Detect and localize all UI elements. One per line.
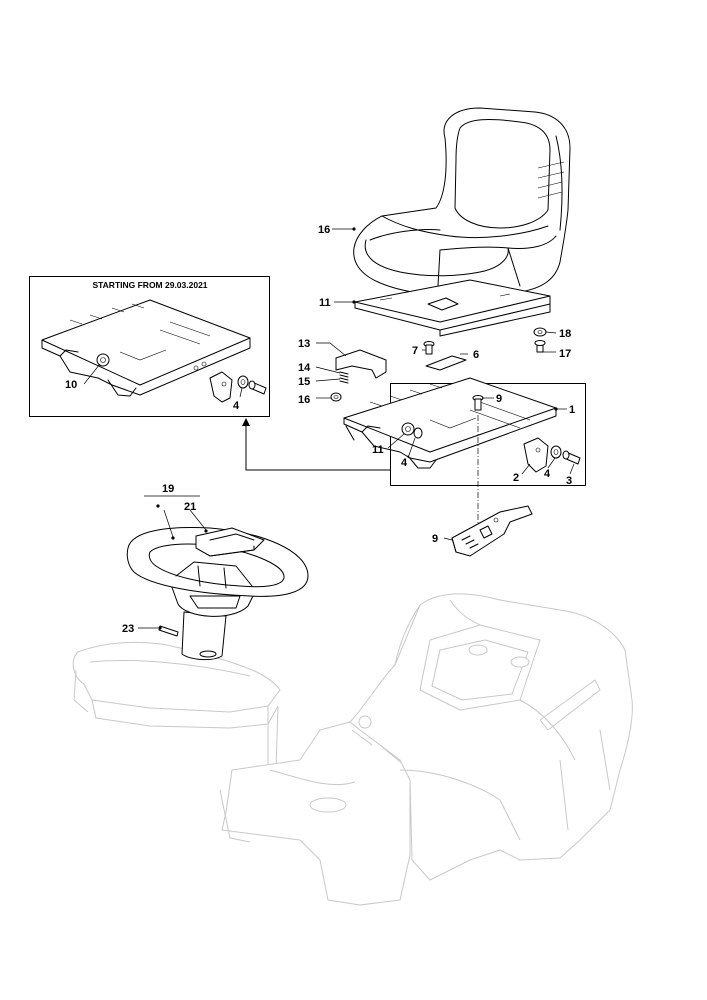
part-label-23: 23 (122, 623, 134, 635)
part-label-17: 16 (318, 224, 330, 236)
revision-arrow (242, 418, 391, 471)
part-label-4-right: 4 (544, 468, 551, 480)
part-label-1: 1 (569, 404, 575, 416)
washer-19-screw-18: 18 17 (533, 327, 571, 360)
part-label-18: 17 (559, 348, 571, 360)
steering-wheel: 19 21 (126, 483, 309, 661)
part-label-7: 7 (412, 345, 418, 357)
part-label-3: 3 (566, 475, 572, 487)
mower-body-ghost (72, 593, 633, 906)
part-label-15: 15 (298, 376, 310, 388)
part-label-19: 18 (559, 328, 571, 340)
part-label-16: 16 (298, 394, 310, 406)
inset-revision-box: STARTING FROM 29.03.2021 10 4 (29, 276, 270, 417)
part-label-14: 14 (298, 362, 311, 374)
seat-frame-box: 1 9 11 4 2 4 3 (343, 377, 586, 487)
part-label-2: 2 (513, 472, 519, 484)
part-label-6: 6 (473, 349, 479, 361)
part-label-9: 9 (432, 533, 438, 545)
part-label-21: 19 (162, 483, 174, 495)
part-label-4-main: 4 (401, 457, 408, 469)
part-label-11: 10 (65, 379, 77, 391)
inset-title: STARTING FROM 29.03.2021 (92, 280, 207, 290)
part-label-10: 9 (496, 393, 502, 405)
part-label-13: 13 (298, 338, 310, 350)
seat-base-plate: 11 (319, 279, 551, 337)
part-label-12: 11 (319, 297, 331, 309)
seat: 16 (318, 107, 571, 297)
pin-23: 23 (122, 623, 179, 637)
part-label-11-main: 11 (372, 444, 384, 456)
part-label-4: 4 (233, 400, 240, 412)
part-label-22: 21 (184, 501, 196, 513)
bolt-7-strip-6: 7 6 (412, 341, 479, 371)
slide-bracket-group: 13 14 15 16 (298, 338, 387, 406)
seat-switch: 9 (432, 505, 533, 557)
